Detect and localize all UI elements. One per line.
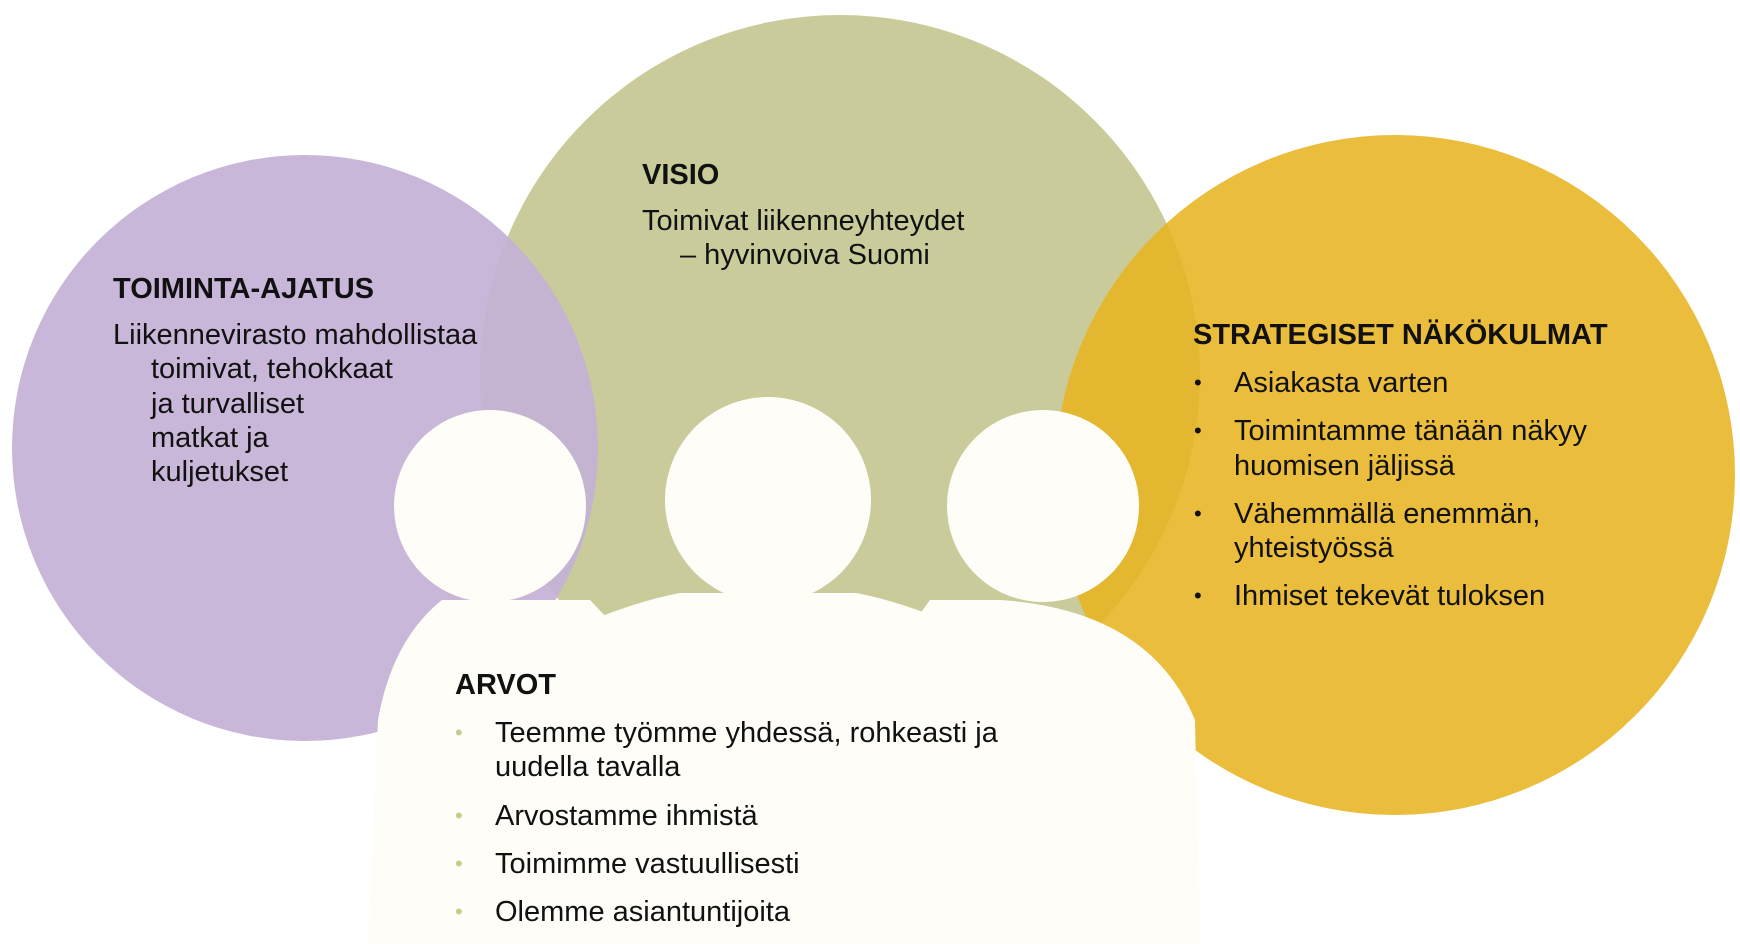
toiminta-ajatus-circle bbox=[12, 155, 598, 741]
list-item: • Olemme asiantuntijoita bbox=[455, 895, 998, 929]
toiminta-ajatus-title: TOIMINTA-AJATUS bbox=[113, 273, 374, 305]
toiminta-ajatus-line: matkat ja bbox=[151, 421, 269, 454]
list-item-line: Toimintamme tänään näkyy bbox=[1234, 415, 1587, 448]
arvot-title: ARVOT bbox=[455, 669, 556, 701]
visio-block: VISIO Toimivat liikenneyhteydet – hyvinv… bbox=[642, 158, 964, 273]
people-figures bbox=[368, 397, 1200, 944]
bullet-icon: • bbox=[455, 802, 463, 828]
strategiset-circle bbox=[1055, 135, 1735, 815]
arvot-list: • Teemme työmme yhdessä, rohkeasti ja uu… bbox=[455, 716, 998, 929]
bullet-icon: • bbox=[455, 850, 463, 876]
list-item: • Toimintamme tänään näkyy huomisen jälj… bbox=[1194, 414, 1608, 482]
person-center-figure bbox=[500, 397, 1040, 944]
list-item-line: Olemme asiantuntijoita bbox=[495, 896, 790, 929]
bullet-icon: • bbox=[1194, 418, 1202, 444]
list-item-line: huomisen jäljissä bbox=[1234, 449, 1455, 482]
toiminta-ajatus-block: TOIMINTA-AJATUS Liikennevirasto mahdolli… bbox=[113, 272, 477, 489]
toiminta-ajatus-text: Liikennevirasto mahdollistaa toimivat, t… bbox=[113, 318, 477, 489]
list-item-line: Ihmiset tekevät tuloksen bbox=[1234, 580, 1546, 613]
list-item-line: Asiakasta varten bbox=[1234, 367, 1449, 400]
toiminta-ajatus-line: ja turvalliset bbox=[151, 387, 305, 420]
strategiset-block: STRATEGISET NÄKÖKULMAT • Asiakasta varte… bbox=[1193, 318, 1608, 628]
arvot-block: ARVOT • Teemme työmme yhdessä, rohkeasti… bbox=[455, 668, 998, 943]
toiminta-ajatus-line: toimivat, tehokkaat bbox=[151, 353, 393, 386]
list-item: • Toimimme vastuullisesti bbox=[455, 847, 998, 881]
visio-text: Toimivat liikenneyhteydet – hyvinvoiva S… bbox=[642, 204, 964, 272]
bullet-icon: • bbox=[1194, 583, 1202, 609]
visio-title: VISIO bbox=[642, 159, 720, 191]
list-item-line: yhteistyössä bbox=[1234, 532, 1394, 565]
bullet-icon: • bbox=[455, 720, 463, 746]
list-item: • Teemme työmme yhdessä, rohkeasti ja uu… bbox=[455, 716, 998, 784]
bullet-icon: • bbox=[1194, 500, 1202, 526]
strategiset-list: • Asiakasta varten • Toimintamme tänään … bbox=[1194, 366, 1608, 613]
list-item-line: Toimimme vastuullisesti bbox=[495, 847, 800, 880]
list-item: • Ihmiset tekevät tuloksen bbox=[1194, 579, 1608, 613]
list-item-line: Vähemmällä enemmän, bbox=[1234, 497, 1541, 530]
list-item-line: Teemme työmme yhdessä, rohkeasti ja bbox=[495, 717, 998, 750]
bullet-icon: • bbox=[1194, 370, 1202, 396]
list-item: • Asiakasta varten bbox=[1194, 366, 1608, 400]
visio-line: Toimivat liikenneyhteydet bbox=[642, 205, 965, 238]
list-item: • Arvostamme ihmistä bbox=[455, 799, 998, 833]
list-item-line: Arvostamme ihmistä bbox=[495, 799, 758, 832]
visio-line: – hyvinvoiva Suomi bbox=[680, 239, 930, 272]
toiminta-ajatus-line: Liikennevirasto mahdollistaa bbox=[113, 319, 478, 352]
strategiset-title: STRATEGISET NÄKÖKULMAT bbox=[1193, 319, 1608, 351]
bullet-icon: • bbox=[455, 899, 463, 925]
list-item-line: uudella tavalla bbox=[495, 751, 681, 784]
toiminta-ajatus-line: kuljetukset bbox=[151, 456, 289, 489]
list-item: • Vähemmällä enemmän, yhteistyössä bbox=[1194, 497, 1608, 565]
